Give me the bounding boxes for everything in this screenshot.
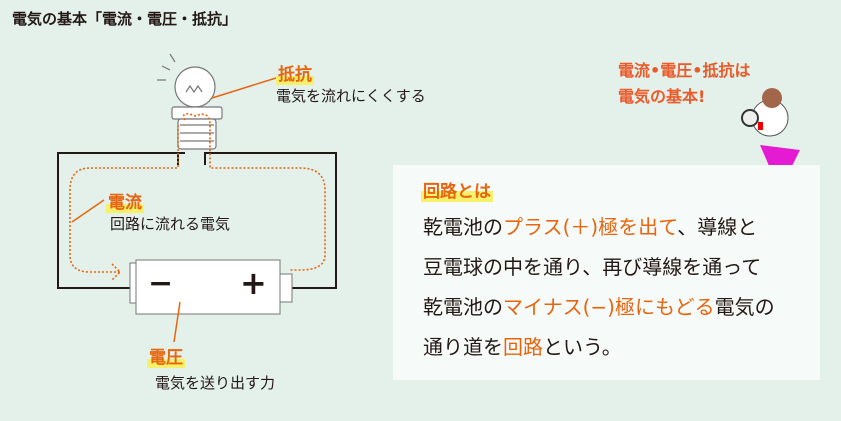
text-segment: 乾電池の xyxy=(423,295,503,319)
current-desc: 回路に流れる電気 xyxy=(110,215,231,233)
panel-line: 豆電球の中を通り、再び導線を通って xyxy=(423,247,775,287)
circuit-definition-panel: 回路とは 乾電池のプラス(＋)極を出て、導線と豆電球の中を通り、再び導線を通って… xyxy=(393,165,820,380)
voltage-label: 電圧 電気を送り出す力 xyxy=(147,343,275,398)
current-flow-arrow xyxy=(69,112,326,281)
text-segment: 乾電池の xyxy=(423,215,503,239)
current-label: 電流 回路に流れる電気 xyxy=(106,188,230,234)
wire xyxy=(57,152,337,289)
resistance-label: 抵抗 電気を流れにくくする xyxy=(276,60,426,106)
plus-terminal-sign: + xyxy=(240,264,267,302)
text-segment: 、導線と xyxy=(677,215,758,239)
voltage-desc: 電気を送り出す力 xyxy=(155,374,276,392)
highlighted-text: 回路 xyxy=(503,335,543,359)
minus-terminal-sign: − xyxy=(148,266,174,301)
highlighted-text: マイナス(−)極にもどる xyxy=(503,295,715,319)
voltage-term: 電圧 xyxy=(147,348,185,368)
text-segment: 豆電球の中を通り、再び導線を通って xyxy=(423,255,762,279)
text-segment: 電気の xyxy=(714,295,775,319)
panel-heading: 回路とは xyxy=(421,177,493,202)
speech-line-1: 電流•電圧•抵抗は xyxy=(618,61,751,80)
panel-body: 乾電池のプラス(＋)極を出て、導線と豆電球の中を通り、再び導線を通って乾電池のマ… xyxy=(423,207,775,367)
resistance-term: 抵抗 xyxy=(276,65,314,85)
resistance-desc: 電気を流れにくくする xyxy=(276,87,426,105)
highlighted-text: プラス(＋)極を出て xyxy=(503,215,678,239)
light-bulb-icon xyxy=(157,53,223,150)
panel-line: 乾電池のマイナス(−)極にもどる電気の xyxy=(423,287,775,327)
panel-line: 通り道を回路という。 xyxy=(423,327,775,367)
page-title: 電気の基本「電流・電圧・抵抗」 xyxy=(12,10,238,28)
panel-line: 乾電池のプラス(＋)極を出て、導線と xyxy=(423,207,775,247)
current-term: 電流 xyxy=(106,193,144,213)
battery-icon xyxy=(129,259,293,315)
speech-text: 電流•電圧•抵抗は 電気の基本! xyxy=(618,58,750,110)
text-segment: という。 xyxy=(543,335,622,359)
speech-line-2: 電気の基本! xyxy=(618,87,706,106)
text-segment: 通り道を xyxy=(423,335,503,359)
